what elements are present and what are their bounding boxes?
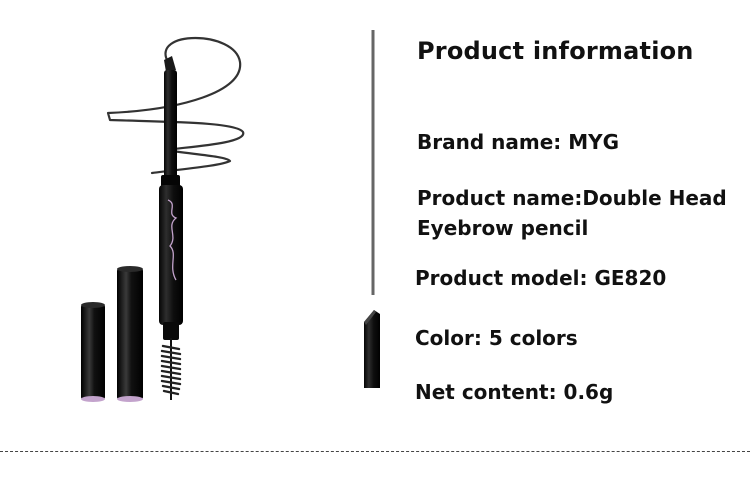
pencil-upper-barrel — [164, 70, 177, 182]
color-line: Color: 5 colors — [415, 326, 578, 350]
product-name-line-1: Product name:Double Head — [417, 186, 727, 210]
product-name-block: Product name:Double Head Eyebrow pencil — [417, 183, 727, 243]
brand-name-line: Brand name: MYG — [417, 130, 620, 154]
double-head-pencil — [159, 56, 183, 400]
pencil-cap-right — [117, 266, 143, 402]
pencil-body — [159, 185, 183, 325]
pencil-collar — [161, 175, 180, 187]
dashed-divider — [0, 451, 750, 452]
spoolie-brush — [160, 338, 182, 400]
pencil-tip — [164, 56, 176, 72]
pencil-script-logo — [167, 199, 178, 281]
product-name-line-2: Eyebrow pencil — [417, 216, 589, 240]
pencil-cap-left — [81, 302, 105, 402]
page-title: Product information — [417, 37, 694, 65]
brow-stroke-scribble — [106, 37, 245, 175]
slanted-pencil-tip — [364, 310, 380, 388]
product-model-line: Product model: GE820 — [415, 266, 667, 290]
net-content-line: Net content: 0.6g — [415, 380, 614, 404]
